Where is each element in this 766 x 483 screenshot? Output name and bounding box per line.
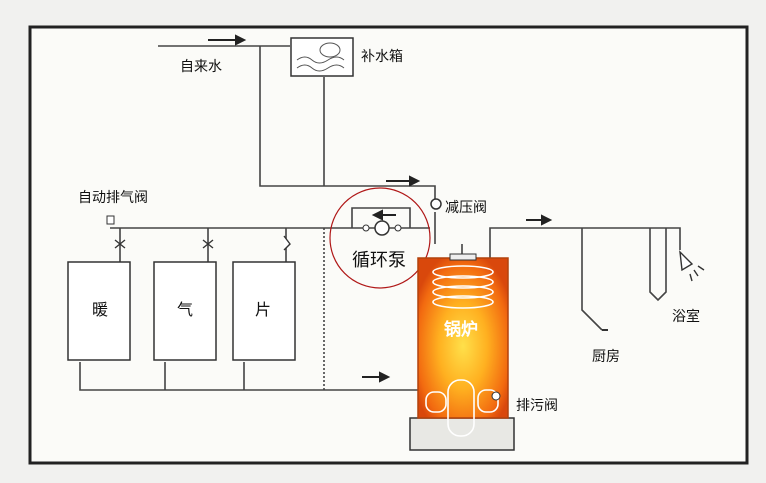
circulation-pump-label: 循环泵 <box>352 250 406 271</box>
pressure-reducer-icon <box>430 198 442 210</box>
makeup-tank <box>290 37 354 77</box>
radiator-box-2 <box>153 261 217 361</box>
diagram-frame <box>28 25 749 465</box>
tap-water-label: 自来水 <box>180 59 222 75</box>
makeup-tank-label: 补水箱 <box>361 49 403 65</box>
boiler-label: 锅炉 <box>444 320 478 340</box>
radiator-label-3: 片 <box>255 300 272 319</box>
radiator-valves <box>114 235 291 251</box>
boiler <box>409 253 515 451</box>
radiator-label-1: 暖 <box>92 300 109 319</box>
pump-highlight-circle <box>329 187 431 289</box>
drain-valve-icon <box>491 391 501 401</box>
auto-vent-label: 自动排气阀 <box>78 190 148 206</box>
pressure-reducer-label: 减压阀 <box>445 200 487 216</box>
radiator-box-1 <box>67 261 131 361</box>
kitchen-label: 厨房 <box>592 349 620 365</box>
bathroom-label: 浴室 <box>672 309 700 325</box>
auto-vent-icon <box>106 215 115 225</box>
radiator-box-3 <box>232 261 296 361</box>
radiator-label-2: 气 <box>177 300 194 319</box>
circulation-pump-icon <box>362 220 402 236</box>
flow-arrows <box>208 34 553 383</box>
shower-head-icon <box>679 250 705 282</box>
drain-valve-label: 排污阀 <box>516 398 558 414</box>
